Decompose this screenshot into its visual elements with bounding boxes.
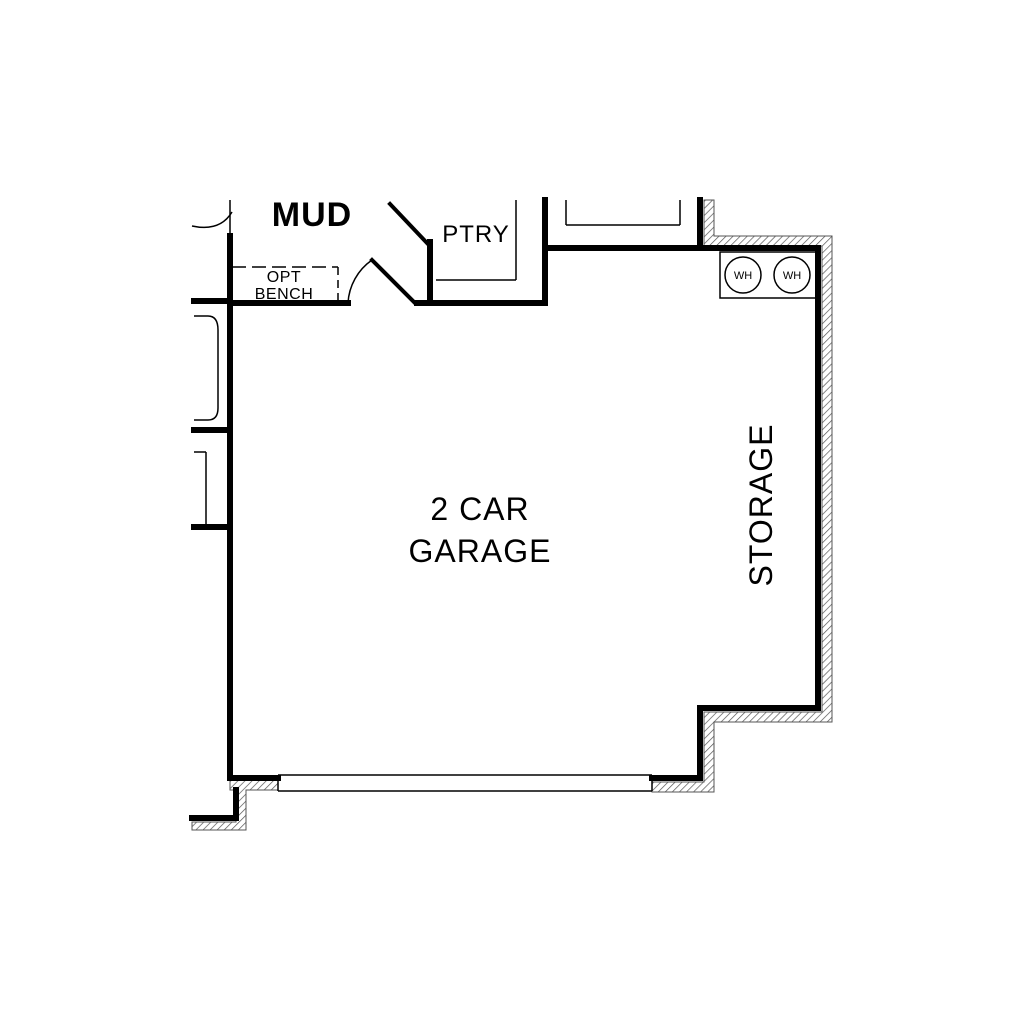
mud-door — [191, 200, 431, 305]
water-heater-2 — [773, 256, 811, 294]
opt-label: OPT — [267, 269, 301, 286]
water-heater-platform — [719, 251, 817, 299]
wh-label-1: WH — [734, 270, 752, 282]
garage-door — [277, 774, 653, 792]
mud-label: MUD — [272, 196, 352, 234]
pantry-shelves — [436, 200, 517, 281]
left-fixtures — [194, 315, 219, 525]
water-heater-1 — [724, 256, 762, 294]
upper-counter — [565, 200, 681, 226]
wh-label-2: WH — [783, 270, 801, 282]
garage-label-line1: 2 CAR — [430, 491, 529, 527]
garage-walls — [189, 197, 821, 821]
opt-bench-outline — [232, 266, 339, 301]
storage-label: STORAGE — [743, 424, 779, 587]
ptry-label: PTRY — [442, 221, 510, 248]
garage-label-line2: GARAGE — [409, 533, 552, 569]
bench-label: BENCH — [255, 286, 314, 303]
